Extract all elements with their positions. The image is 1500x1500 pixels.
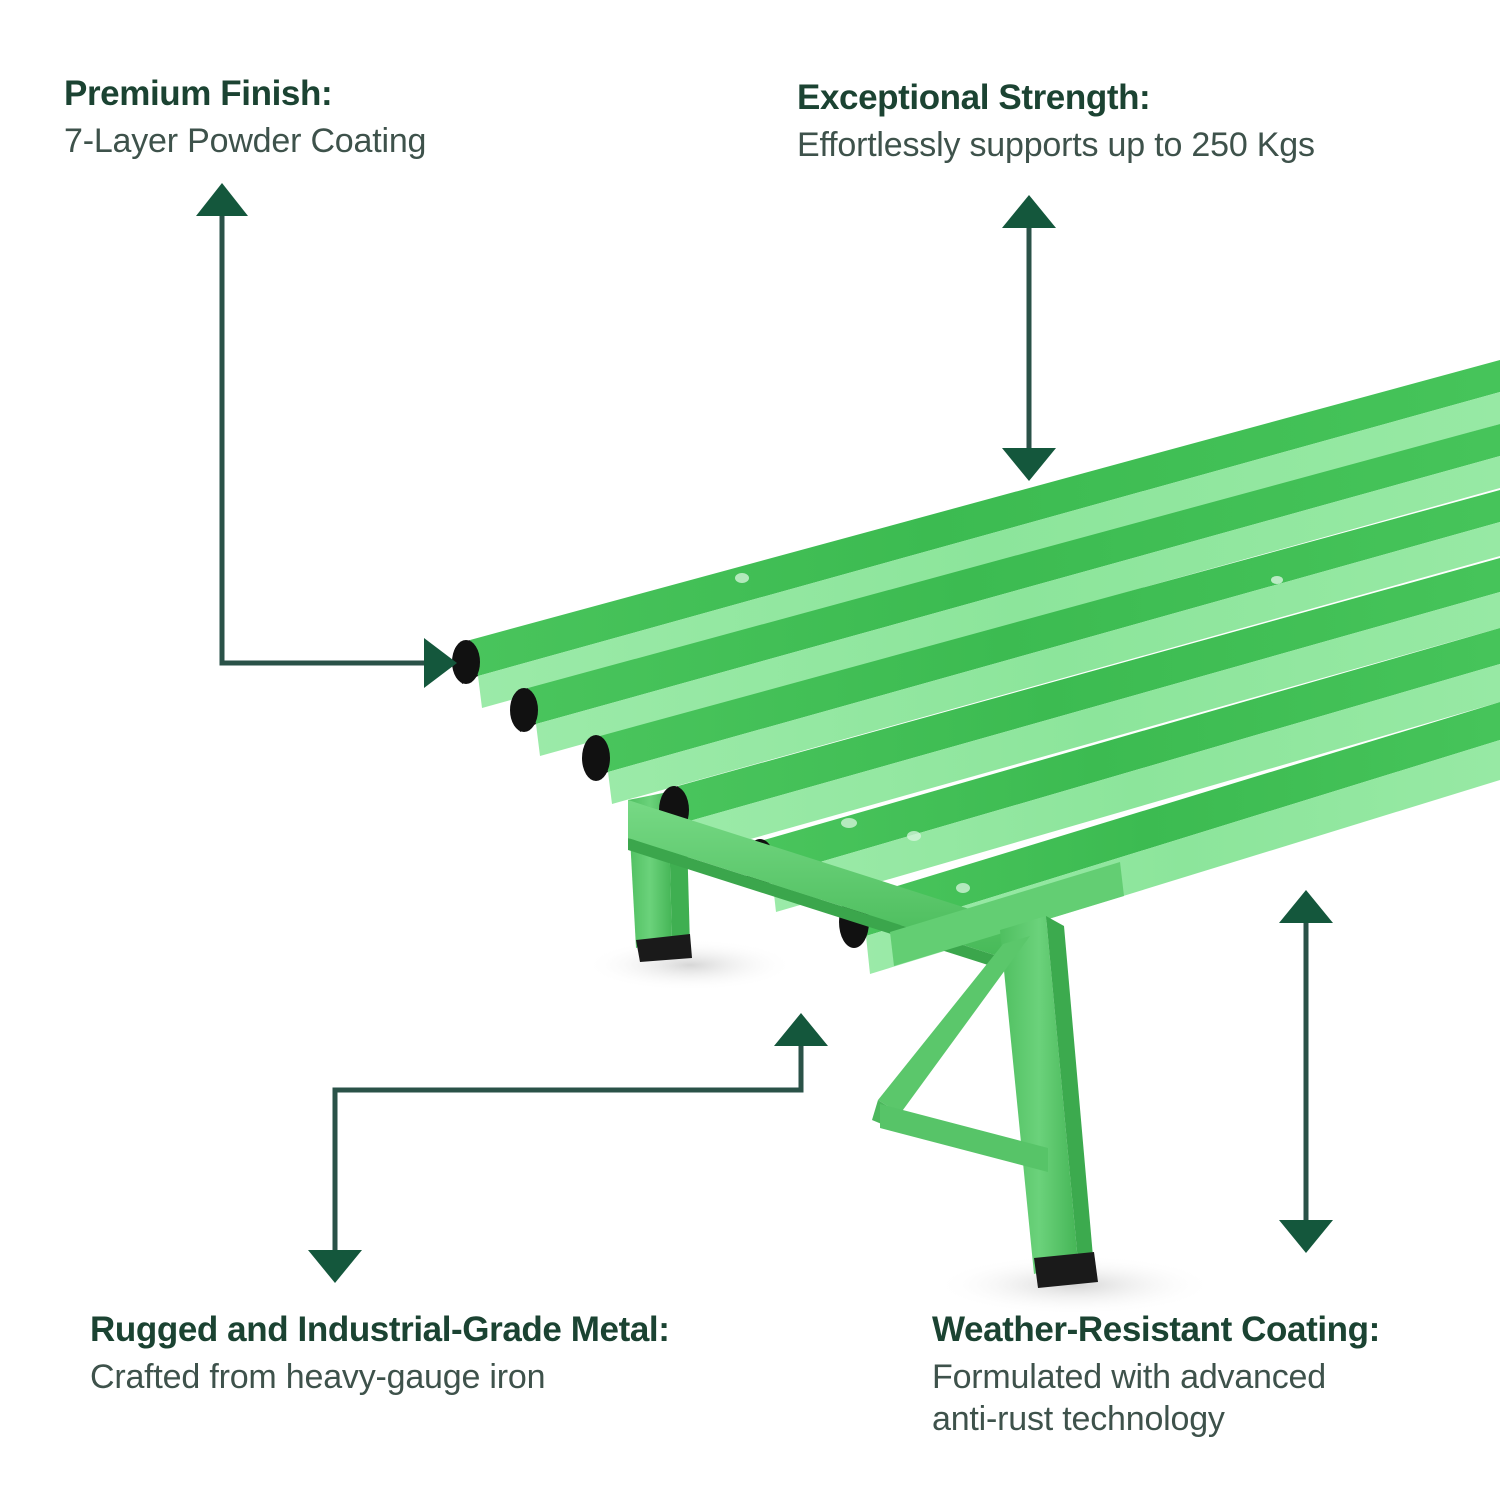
arrow-head-strength-up [1002,195,1056,228]
arrow-head-weather-up [1279,890,1333,923]
callout-heading: Premium Finish: [64,74,333,113]
callout-body: 7-Layer Powder Coating [64,120,426,162]
arrow-head-rugged-up [774,1013,828,1046]
callout-body: Effortlessly supports up to 250 Kgs [797,124,1315,166]
callout-body-line-1: Effortlessly supports up to 250 Kgs [797,125,1315,164]
callout-exceptional-strength: Exceptional Strength: Effortlessly suppo… [797,78,1315,166]
callout-heading: Exceptional Strength: [797,78,1151,117]
arrow-head-rugged-down [308,1250,362,1283]
callout-heading: Weather-Resistant Coating: [932,1310,1380,1349]
callout-body-line-1: Formulated with advanced [932,1357,1326,1396]
callout-weather-resistant: Weather-Resistant Coating: Formulated wi… [932,1310,1380,1440]
arrow-head-weather-down [1279,1220,1333,1253]
arrow-head-premium-right [424,638,457,688]
arrow-line-rugged-metal [332,1025,804,1271]
callout-heading: Rugged and Industrial-Grade Metal: [90,1310,670,1349]
arrow-head-strength-down [1002,448,1056,481]
callout-body-line-1: Crafted from heavy-gauge iron [90,1357,546,1396]
callout-body: Formulated with advanced anti-rust techn… [932,1356,1380,1440]
callout-premium-finish: Premium Finish: 7-Layer Powder Coating [64,74,426,162]
arrow-head-premium-up [196,183,248,216]
callout-body-line-2: anti-rust technology [932,1399,1225,1438]
callout-body: Crafted from heavy-gauge iron [90,1356,670,1398]
arrow-line-premium-finish [219,197,443,666]
callout-rugged-metal: Rugged and Industrial-Grade Metal: Craft… [90,1310,670,1398]
callout-body-line-1: 7-Layer Powder Coating [64,121,427,160]
